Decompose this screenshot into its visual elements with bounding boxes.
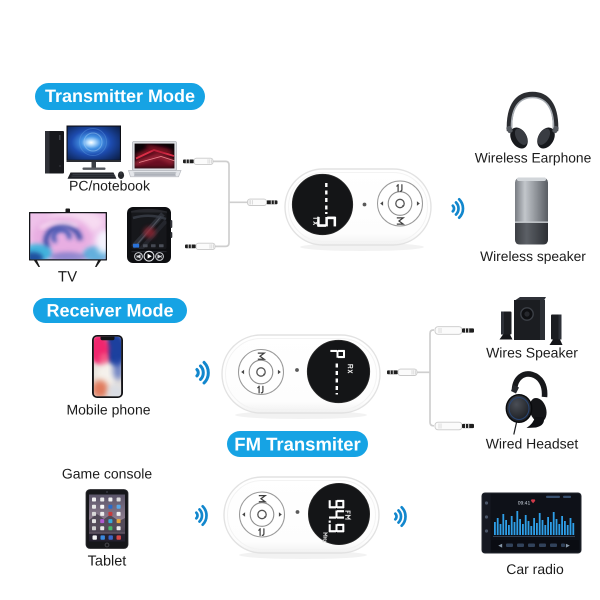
svg-text:Wireless speaker: Wireless speaker (480, 249, 586, 264)
svg-text:09:41: 09:41 (518, 501, 531, 507)
svg-text:Wireless Earphone: Wireless Earphone (475, 151, 592, 166)
svg-text:Receiver Mode: Receiver Mode (46, 301, 173, 321)
svg-text:Transmitter Mode: Transmitter Mode (45, 86, 195, 106)
svg-text:◄: ◄ (497, 543, 503, 550)
svg-text:Wired Headset: Wired Headset (486, 436, 579, 452)
svg-text:TV: TV (58, 269, 77, 286)
svg-text:Wires Speaker: Wires Speaker (486, 345, 578, 361)
svg-text:►: ► (565, 543, 571, 550)
svg-text:Mobile phone: Mobile phone (66, 402, 150, 418)
svg-text:Game console: Game console (62, 466, 152, 482)
svg-text:Tablet: Tablet (88, 554, 127, 570)
svg-text:PC/notebook: PC/notebook (69, 178, 151, 194)
svg-text:FM Transmiter: FM Transmiter (234, 434, 360, 455)
svg-text:Car radio: Car radio (506, 561, 564, 577)
